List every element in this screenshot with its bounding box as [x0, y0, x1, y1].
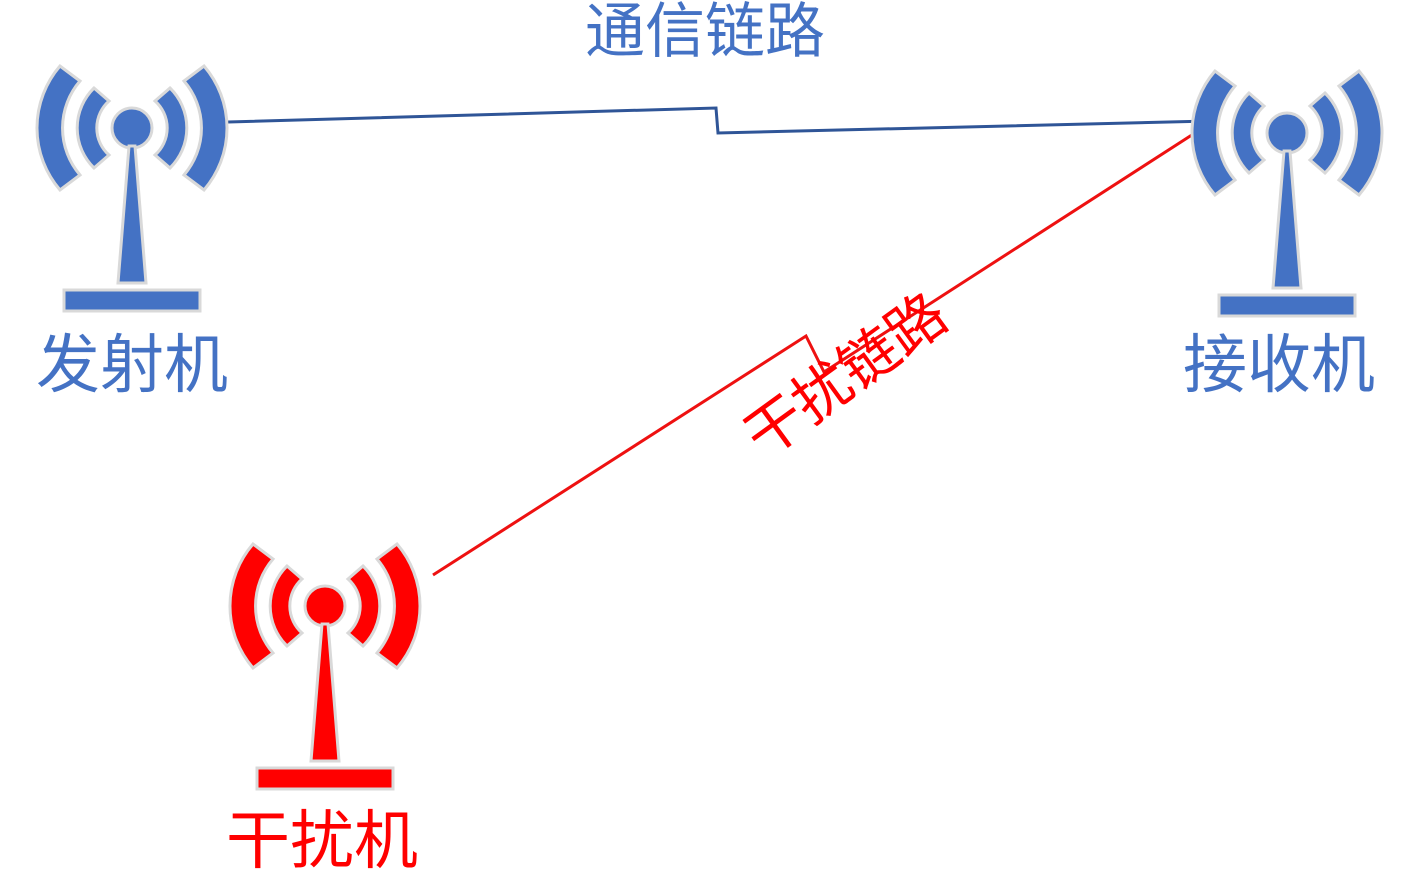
- jammer-radio-tower-icon: [228, 542, 422, 791]
- transmitter-radio-tower-icon: [35, 64, 229, 313]
- jammer-label: 干扰机: [226, 805, 418, 875]
- communication-link-label: 通信链路: [585, 0, 825, 67]
- receiver-label: 接收机: [1183, 329, 1375, 403]
- transmitter-label: 发射机: [36, 329, 228, 403]
- communication-link-line: [227, 106, 1211, 135]
- interference-link-line: [432, 129, 1199, 577]
- receiver-radio-tower-icon: [1190, 69, 1384, 318]
